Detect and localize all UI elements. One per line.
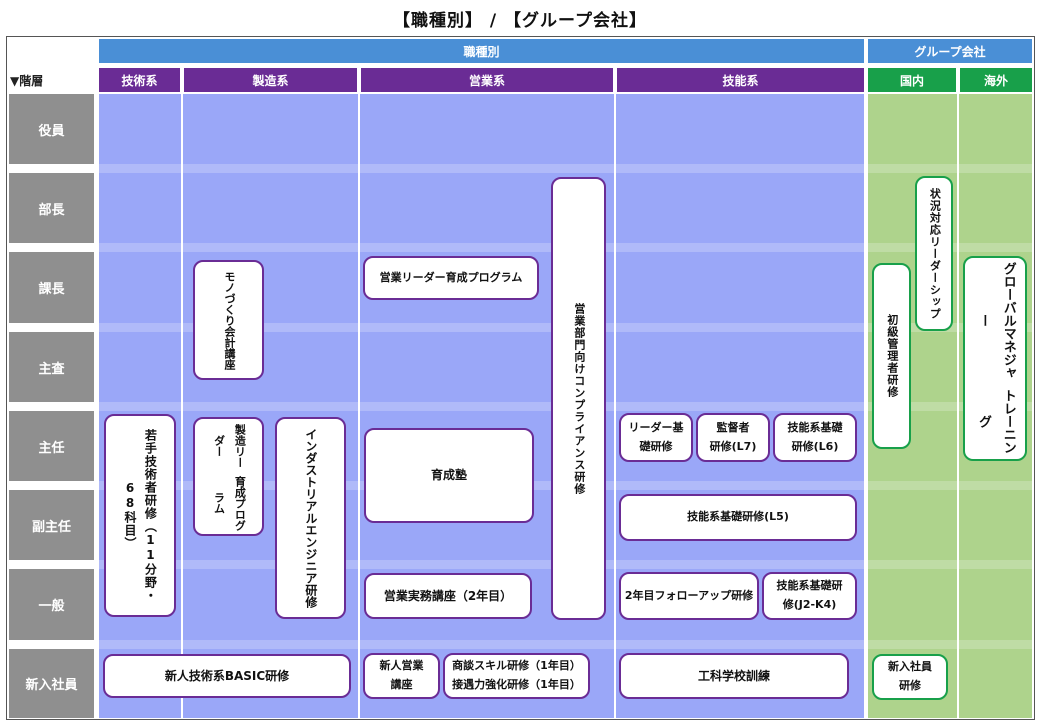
program-shokyu-kanrisha[interactable]: 初級管理者研修 <box>872 263 911 449</box>
column-ginou: 技能系 <box>617 68 864 92</box>
column-divider <box>864 39 868 718</box>
program-ikuseijuku[interactable]: 育成塾 <box>364 428 534 523</box>
program-wakate[interactable]: 若手技術者研修（11分野・68科目） <box>104 414 176 617</box>
level-shunin: 主任 <box>9 411 94 481</box>
level-kachou: 課長 <box>9 252 94 323</box>
program-seizou-leader[interactable]: 製造リーダー育成プログラム <box>193 417 264 536</box>
program-shinnyu-group[interactable]: 新入社員研修 <box>872 654 948 700</box>
program-kantoku[interactable]: 監督者研修(L7) <box>696 413 770 462</box>
program-shinjin-eigyo[interactable]: 新人営業講座 <box>363 653 440 699</box>
level-ippan: 一般 <box>9 569 94 640</box>
header-group: グループ会社 <box>868 39 1032 63</box>
program-compliance[interactable]: 営業部門向けコンプライアンス研修 <box>551 177 606 620</box>
column-gijutsu: 技術系 <box>99 68 180 92</box>
program-monozukuri[interactable]: モノづくり会計講座 <box>193 260 264 380</box>
column-seizou: 製造系 <box>184 68 357 92</box>
program-leader-kiso[interactable]: リーダー基礎研修 <box>619 413 693 462</box>
level-header: ▼階層 <box>10 73 44 88</box>
program-jitsumu[interactable]: 営業実務講座（2年目） <box>364 573 532 619</box>
program-shodan-sekkyaku[interactable]: 商談スキル研修（1年目）接遇力強化研修（1年目） <box>443 653 590 699</box>
program-ginou-kiso-l6[interactable]: 技能系基礎研修(L6) <box>773 413 857 462</box>
level-yakuin: 役員 <box>9 94 94 164</box>
column-divider <box>181 94 183 718</box>
column-divider <box>358 94 360 718</box>
program-industrial[interactable]: インダストリアルエンジニア研修 <box>275 417 346 619</box>
header-shokushu: 職種別 <box>99 39 864 63</box>
program-eigyo-leader[interactable]: 営業リーダー育成プログラム <box>363 256 539 300</box>
program-ginou-kiso-j2[interactable]: 技能系基礎研修(J2-K4) <box>762 572 857 620</box>
program-followup[interactable]: 2年目フォローアップ研修 <box>619 572 759 620</box>
page-title: 【職種別】 / 【グループ会社】 <box>392 11 648 31</box>
program-ginou-kiso-l5[interactable]: 技能系基礎研修(L5) <box>619 494 857 541</box>
level-shinnyu: 新入社員 <box>9 649 94 718</box>
program-kouka[interactable]: 工科学校訓練 <box>619 653 849 699</box>
program-jokyo-leadership[interactable]: 状況対応リーダーシップ <box>915 176 953 331</box>
level-buchou: 部長 <box>9 173 94 243</box>
program-global-manager[interactable]: グローバルマネジャートレーニング <box>963 256 1027 461</box>
level-fukushunin: 副主任 <box>9 490 94 560</box>
column-eigyou: 営業系 <box>361 68 613 92</box>
row-divider <box>99 640 1032 649</box>
row-divider <box>99 164 1032 173</box>
program-basic[interactable]: 新人技術系BASIC研修 <box>103 654 351 698</box>
column-kokunai: 国内 <box>868 68 956 92</box>
column-divider <box>957 94 959 718</box>
column-kaigai: 海外 <box>960 68 1032 92</box>
column-divider <box>614 94 616 718</box>
level-shusa: 主査 <box>9 332 94 402</box>
